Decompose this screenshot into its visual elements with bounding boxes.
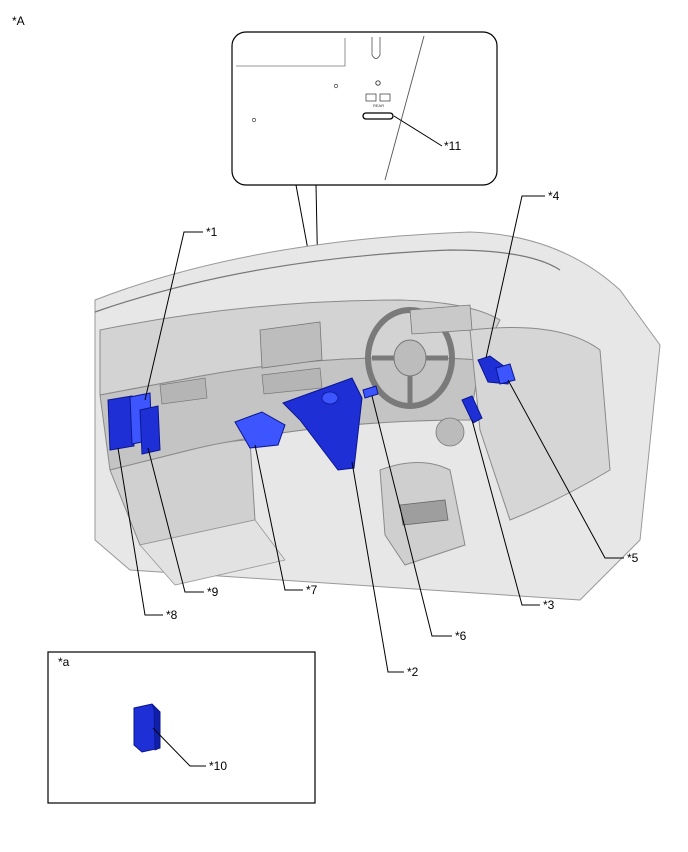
part-8-body	[107, 395, 135, 451]
callout-5: *5	[627, 551, 639, 565]
callout-1: *1	[206, 225, 218, 239]
leader-7	[254, 444, 303, 591]
detail-indicator	[375, 80, 381, 86]
leader-5	[507, 379, 624, 559]
callout-leaders: *1 *8 *9 *7 *2 *6 *3 *5 *4	[117, 189, 639, 679]
detail-slot	[371, 37, 381, 59]
leader-3	[471, 419, 540, 606]
part-9-body	[139, 405, 161, 455]
leader-8	[117, 447, 163, 616]
callout-10: *10	[209, 759, 227, 773]
sensor-outline	[362, 112, 394, 120]
center-vent	[261, 367, 323, 395]
callout-4: *4	[548, 189, 560, 203]
inset-box: *a *10	[47, 651, 316, 804]
detail-panel-seam	[384, 35, 425, 181]
vehicle-interior	[94, 231, 661, 601]
floor-left	[139, 519, 286, 586]
leader-1	[144, 231, 203, 401]
door-speaker	[435, 417, 465, 447]
gauge-cluster	[409, 304, 473, 335]
part-2-knob	[321, 391, 339, 405]
zoom-detail-callout: REAR *11	[231, 31, 498, 381]
rear-defogger-switch: REAR	[365, 93, 391, 108]
zoom-frame	[231, 31, 498, 186]
windshield-edge	[94, 249, 561, 313]
leader-9	[147, 447, 204, 593]
detail-hole-2	[251, 117, 257, 123]
left-vent	[159, 377, 208, 405]
callout-6: *6	[455, 629, 467, 643]
part-10-side	[151, 703, 161, 751]
inset-frame	[47, 651, 316, 804]
leader-2	[351, 461, 404, 673]
leader-4	[485, 195, 545, 359]
lower-dash-left	[109, 439, 256, 546]
callout-9: *9	[207, 585, 219, 599]
leader-10	[152, 727, 206, 767]
steering-spokes	[372, 355, 448, 404]
rear-text: REAR	[373, 103, 384, 108]
callout-2: *2	[407, 665, 419, 679]
callout-8: *8	[166, 608, 178, 622]
highlighted-components	[107, 355, 516, 471]
figure-label: *A	[12, 14, 25, 28]
part-3-body	[461, 395, 483, 424]
part-2-body	[282, 377, 363, 471]
leader-6	[371, 395, 452, 637]
detail-panel-edge	[236, 38, 346, 67]
callout-3: *3	[543, 598, 555, 612]
rear-vent	[399, 499, 449, 526]
part-6-body	[362, 385, 379, 399]
inset-label: *a	[58, 655, 70, 669]
part-5-body	[495, 363, 516, 385]
center-display	[259, 321, 323, 369]
steering-hub	[393, 339, 427, 377]
callout-7: *7	[306, 583, 318, 597]
detail-hole-1	[333, 83, 339, 89]
callout-11: *11	[444, 139, 461, 153]
leader-11	[393, 115, 443, 147]
part-7-body	[234, 411, 286, 449]
